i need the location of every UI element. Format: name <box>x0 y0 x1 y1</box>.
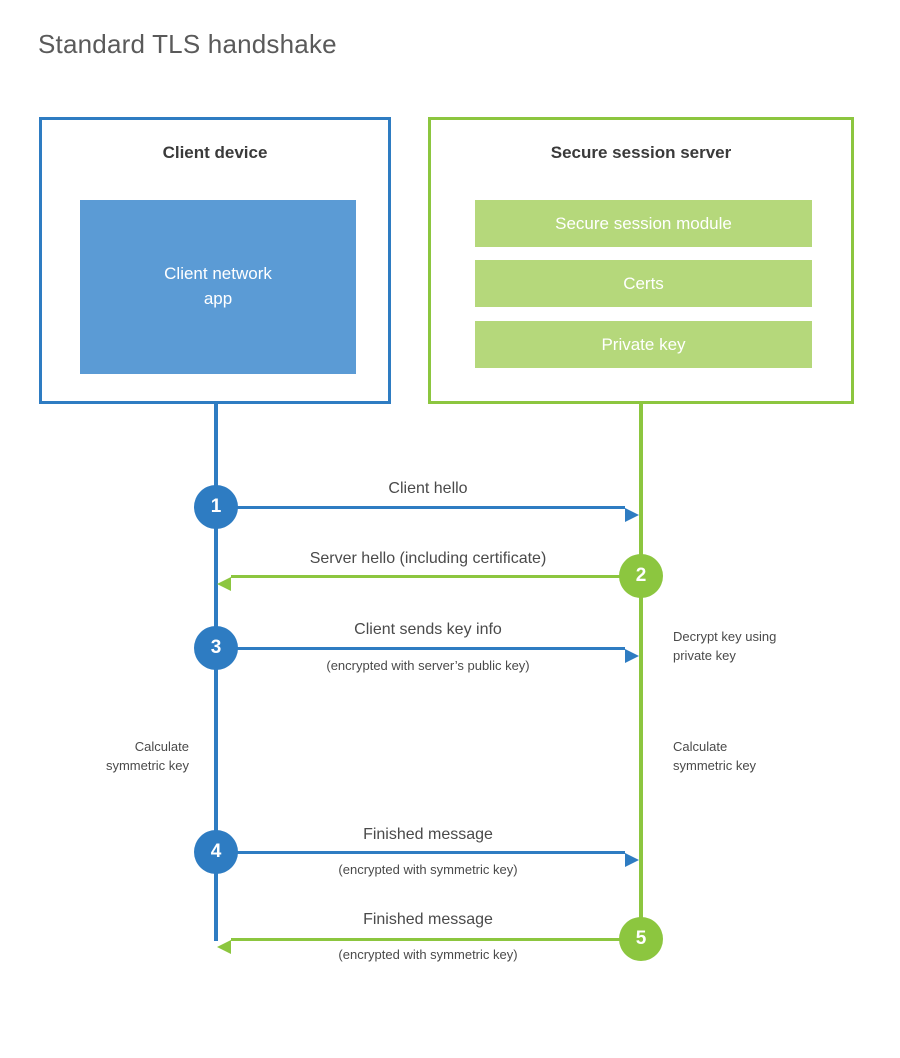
step-4-arrowhead-right-icon <box>625 852 639 867</box>
step-1-badge[interactable]: 1 <box>194 485 238 529</box>
step-4-arrow-line <box>216 851 625 854</box>
annotation-client-calculate-symmetric-key: Calculate symmetric key <box>105 739 189 773</box>
client-device-box: Client device Client network app <box>39 117 391 404</box>
secure-session-server-box: Secure session server Secure session mod… <box>428 117 854 404</box>
step-2-arrow-line <box>231 575 641 578</box>
step-4-label: Finished message <box>363 826 493 843</box>
server-lifeline <box>639 404 643 929</box>
step-5-label: Finished message <box>363 911 493 928</box>
step-3-label: Client sends key info <box>354 621 502 638</box>
client-app-label-line1: Client network <box>164 264 272 284</box>
step-3-arrowhead-right-icon <box>625 648 639 663</box>
client-network-app-block: Client network app <box>80 200 356 374</box>
step-5-arrowhead-left-icon <box>217 939 231 954</box>
step-2-badge[interactable]: 2 <box>619 554 663 598</box>
step-5-badge[interactable]: 5 <box>619 917 663 961</box>
step-5-arrow-line <box>231 938 641 941</box>
secure-session-server-title: Secure session server <box>550 143 732 162</box>
step-1-arrowhead-right-icon <box>625 507 639 522</box>
annotation-decrypt-key: Decrypt key using private key <box>673 629 777 663</box>
server-component-secure-session-module: Secure session module <box>475 200 812 247</box>
step-2-label: Server hello (including certificate) <box>309 550 547 567</box>
step-4-badge[interactable]: 4 <box>194 830 238 874</box>
client-device-title: Client device <box>162 143 268 162</box>
step-3-sublabel: (encrypted with server’s public key) <box>326 658 530 673</box>
server-component-private-key: Private key <box>475 321 812 368</box>
client-network-app-label: Client network app <box>164 262 272 311</box>
client-app-label-line2: app <box>203 289 233 308</box>
step-3-arrow-line <box>216 647 625 650</box>
server-component-certs: Certs <box>475 260 812 307</box>
page-title: Standard TLS handshake <box>38 29 337 59</box>
annotation-server-calculate-symmetric-key: Calculate symmetric key <box>673 739 757 773</box>
client-lifeline <box>214 404 218 941</box>
step-1-arrow-line <box>216 506 625 509</box>
step-3-badge[interactable]: 3 <box>194 626 238 670</box>
step-2-arrowhead-left-icon <box>217 576 231 591</box>
step-4-sublabel: (encrypted with symmetric key) <box>338 862 518 877</box>
step-1-label: Client hello <box>388 480 468 497</box>
step-5-sublabel: (encrypted with symmetric key) <box>338 947 518 962</box>
